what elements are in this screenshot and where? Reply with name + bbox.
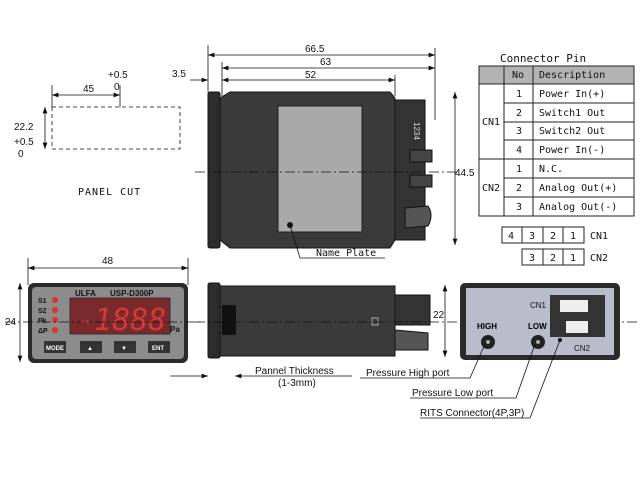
- cn1-socket: [560, 300, 588, 312]
- pressure-high-label: Pressure High port: [366, 368, 450, 379]
- pin-no: 1: [516, 89, 522, 100]
- cn1-pin: 3: [529, 231, 535, 242]
- led-pk-label: Pk: [38, 318, 47, 325]
- panel-height-tol-minus: 0: [18, 149, 24, 160]
- down-button[interactable]: [114, 341, 136, 353]
- front-height-dim: 24: [5, 317, 17, 328]
- pin-no: 3: [516, 126, 522, 137]
- cn2-diagram-label: CN2: [590, 253, 608, 264]
- panel-width-tol-plus: +0.5: [108, 70, 128, 81]
- cn2-socket: [566, 321, 588, 333]
- front-width-dim: 48: [102, 256, 114, 267]
- led-s2-label: S2: [38, 308, 47, 315]
- up-icon: ▲: [87, 346, 93, 352]
- pin-no: 3: [516, 202, 522, 213]
- cn1-pin: 1: [570, 231, 576, 242]
- mode-button[interactable]: [44, 341, 66, 353]
- panel-width-dim: 45: [83, 84, 95, 95]
- name-plate-label: Name Plate: [316, 248, 376, 259]
- low-label: LOW: [528, 322, 547, 331]
- top-view: 66.5 63 52 3.5 1234 44.5 Name Plate: [172, 44, 475, 259]
- led-pk: [52, 317, 58, 323]
- led-dp-label: ΔP: [38, 328, 48, 335]
- header-description: Description: [539, 70, 605, 81]
- pin-desc: Analog Out(-): [539, 202, 617, 213]
- cn1-label: CN1: [530, 301, 547, 310]
- ent-button-label: ENT: [152, 346, 164, 352]
- pin-desc: Analog Out(+): [539, 183, 617, 194]
- down-icon: ▼: [121, 346, 127, 352]
- up-button[interactable]: [80, 341, 102, 353]
- pin-no: 2: [516, 108, 522, 119]
- panel-height-tol-plus: +0.5: [14, 137, 34, 148]
- panel-cut-label: PANEL CUT: [78, 187, 141, 198]
- pin-desc: Power In(+): [539, 89, 605, 100]
- name-plate: [277, 105, 363, 233]
- pressure-low-label: Pressure Low port: [412, 388, 493, 399]
- panel-cut: 45 +0.5 0 22.2 +0.5 0 PANEL CUT: [14, 70, 181, 198]
- display-panel: [69, 297, 171, 335]
- high-label: HIGH: [477, 322, 497, 331]
- dim-63: 63: [320, 57, 332, 68]
- header-no: No: [512, 70, 524, 81]
- led-s1: [52, 297, 58, 303]
- cn1-pin: 4: [508, 231, 514, 242]
- cn2-pin: 2: [550, 253, 556, 264]
- pin-desc: N.C.: [539, 164, 563, 175]
- dim-52: 52: [305, 70, 317, 81]
- pin-no: 2: [516, 183, 522, 194]
- front-view: 48 24 ULFA USP-D300P -1888 Pa S1 S2 Pk Δ…: [5, 256, 200, 363]
- unit-label: Pa: [170, 325, 180, 334]
- dim-overall-length: 66.5: [305, 44, 325, 55]
- ent-button[interactable]: [148, 341, 170, 353]
- pin-desc: Power In(-): [539, 145, 605, 156]
- pin-marks: 1234: [412, 122, 421, 140]
- brand-label: ULFA: [75, 289, 96, 298]
- group-cn2: CN2: [482, 183, 500, 194]
- pin-desc: Switch1 Out: [539, 108, 605, 119]
- group-cn1: CN1: [482, 117, 500, 128]
- table-title: Connector Pin: [500, 52, 586, 65]
- model-label: USP-D300P: [110, 289, 154, 298]
- led-s2: [52, 307, 58, 313]
- side-view: 22 Pannel Thickness (1-3mm): [170, 282, 640, 389]
- pin-desc: Switch2 Out: [539, 126, 605, 137]
- panel-thickness-label: Pannel Thickness: [255, 366, 334, 377]
- panel-height-dim: 22.2: [14, 122, 34, 133]
- connector-label: RITS Connector(4P,3P): [420, 408, 524, 419]
- led-dp: [52, 327, 58, 333]
- cn1-pin: 2: [550, 231, 556, 242]
- panel-cut-outline: [51, 106, 181, 150]
- dim-bezel: 3.5: [172, 69, 186, 80]
- cn2-pin: 1: [570, 253, 576, 264]
- pin-no: 1: [516, 164, 522, 175]
- mode-button-label: MODE: [46, 346, 64, 352]
- dim-height-44-5: 44.5: [455, 168, 475, 179]
- led-s1-label: S1: [38, 298, 47, 305]
- rear-view: CN1 CN2 HIGH LOW Pressure High port Pres…: [360, 283, 620, 419]
- display-readout: -1888: [76, 303, 166, 338]
- panel-thickness-range: (1-3mm): [278, 378, 316, 389]
- cn2-pin: 3: [529, 253, 535, 264]
- side-height-dim: 22: [433, 310, 445, 321]
- cn1-diagram-label: CN1: [590, 231, 608, 242]
- pin-no: 4: [516, 145, 522, 156]
- panel-width-tol-minus: 0: [114, 82, 120, 93]
- cn2-label: CN2: [574, 344, 591, 353]
